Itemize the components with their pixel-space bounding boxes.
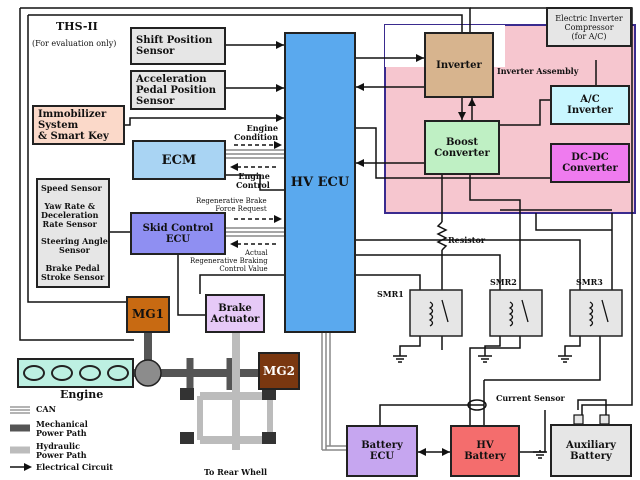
engine-control-label: Engine Control xyxy=(236,171,270,190)
legend-can: CAN xyxy=(36,404,56,414)
sensor-item: Yaw Rate & Deceleration Rate Sensor xyxy=(41,200,99,229)
brake-actuator: Brake Actuator xyxy=(205,294,265,333)
ground-symbols xyxy=(393,355,572,459)
regen-actual-label: Actual Regenerative Braking Control Valu… xyxy=(190,249,268,273)
ac-compressor: Electric Inverter Compressor (for A/C) xyxy=(546,7,632,47)
power-split-gear xyxy=(134,359,162,387)
cylinder-icon xyxy=(50,365,73,381)
title: THS-II xyxy=(56,20,98,33)
accel-pedal-sensor: Acceleration Pedal Position Sensor xyxy=(130,70,226,110)
shift-position-sensor: Shift Position Sensor xyxy=(130,27,226,65)
engine-condition-label: Engine Condition xyxy=(234,123,279,142)
signal-arrows xyxy=(234,144,276,245)
current-sensor-symbol xyxy=(467,399,487,411)
battery-ecu: Battery ECU xyxy=(346,425,418,477)
ecm-box: ECM xyxy=(132,140,226,180)
hydraulic-power-path xyxy=(197,333,273,450)
cylinder-icon xyxy=(106,365,129,381)
legend-hydraulic: Hydraulic Power Path xyxy=(36,441,87,460)
regen-request-label: Regenerative Brake Force Request xyxy=(196,197,267,213)
sensor-list-box: Speed Sensor Yaw Rate & Deceleration Rat… xyxy=(36,178,110,288)
can-bus xyxy=(226,149,346,451)
legend-mechanical: Mechanical Power Path xyxy=(36,419,88,438)
smr-relays xyxy=(409,289,623,337)
smr2-label: SMR2 xyxy=(490,277,517,287)
sensor-item: Speed Sensor xyxy=(41,183,102,194)
resistor-label: Resistor xyxy=(448,235,486,245)
ac-inverter: A/C Inverter xyxy=(550,85,630,125)
auxiliary-battery: Auxiliary Battery xyxy=(550,424,632,477)
subtitle: (For evaluation only) xyxy=(32,39,117,48)
boost-converter: Boost Converter xyxy=(424,120,500,175)
resistor-symbol xyxy=(436,221,448,251)
relay-coils xyxy=(428,299,609,327)
hv-ecu: HV ECU xyxy=(284,32,356,333)
hv-battery: HV Battery xyxy=(450,425,520,477)
cylinder-icon xyxy=(22,365,45,381)
dcdc-converter: DC-DC Converter xyxy=(550,143,630,183)
cylinder-icon xyxy=(78,365,101,381)
legend-swatches xyxy=(10,406,32,471)
smr1-label: SMR1 xyxy=(377,289,404,299)
engine-label: Engine xyxy=(60,388,104,401)
immobilizer-system: Immobilizer System & Smart Key xyxy=(32,105,125,145)
wheels xyxy=(180,388,276,444)
to-rear-label: To Rear Whell xyxy=(204,467,268,477)
legend-electrical: Electrical Circuit xyxy=(36,462,113,472)
mg1: MG1 xyxy=(126,296,170,333)
current-sensor-label: Current Sensor xyxy=(496,393,565,403)
inverter-assembly-label: Inverter Assembly xyxy=(497,66,579,76)
engine-block xyxy=(17,358,134,388)
smr3-label: SMR3 xyxy=(576,277,603,287)
skid-control-ecu: Skid Control ECU xyxy=(130,212,226,255)
mg2: MG2 xyxy=(258,352,300,390)
sensor-item: Brake Pedal Stroke Sensor xyxy=(41,262,105,282)
inverter-box: Inverter xyxy=(424,32,494,98)
electrical-circuit xyxy=(19,7,633,453)
sensor-item: Steering Angle Sensor xyxy=(41,236,108,256)
